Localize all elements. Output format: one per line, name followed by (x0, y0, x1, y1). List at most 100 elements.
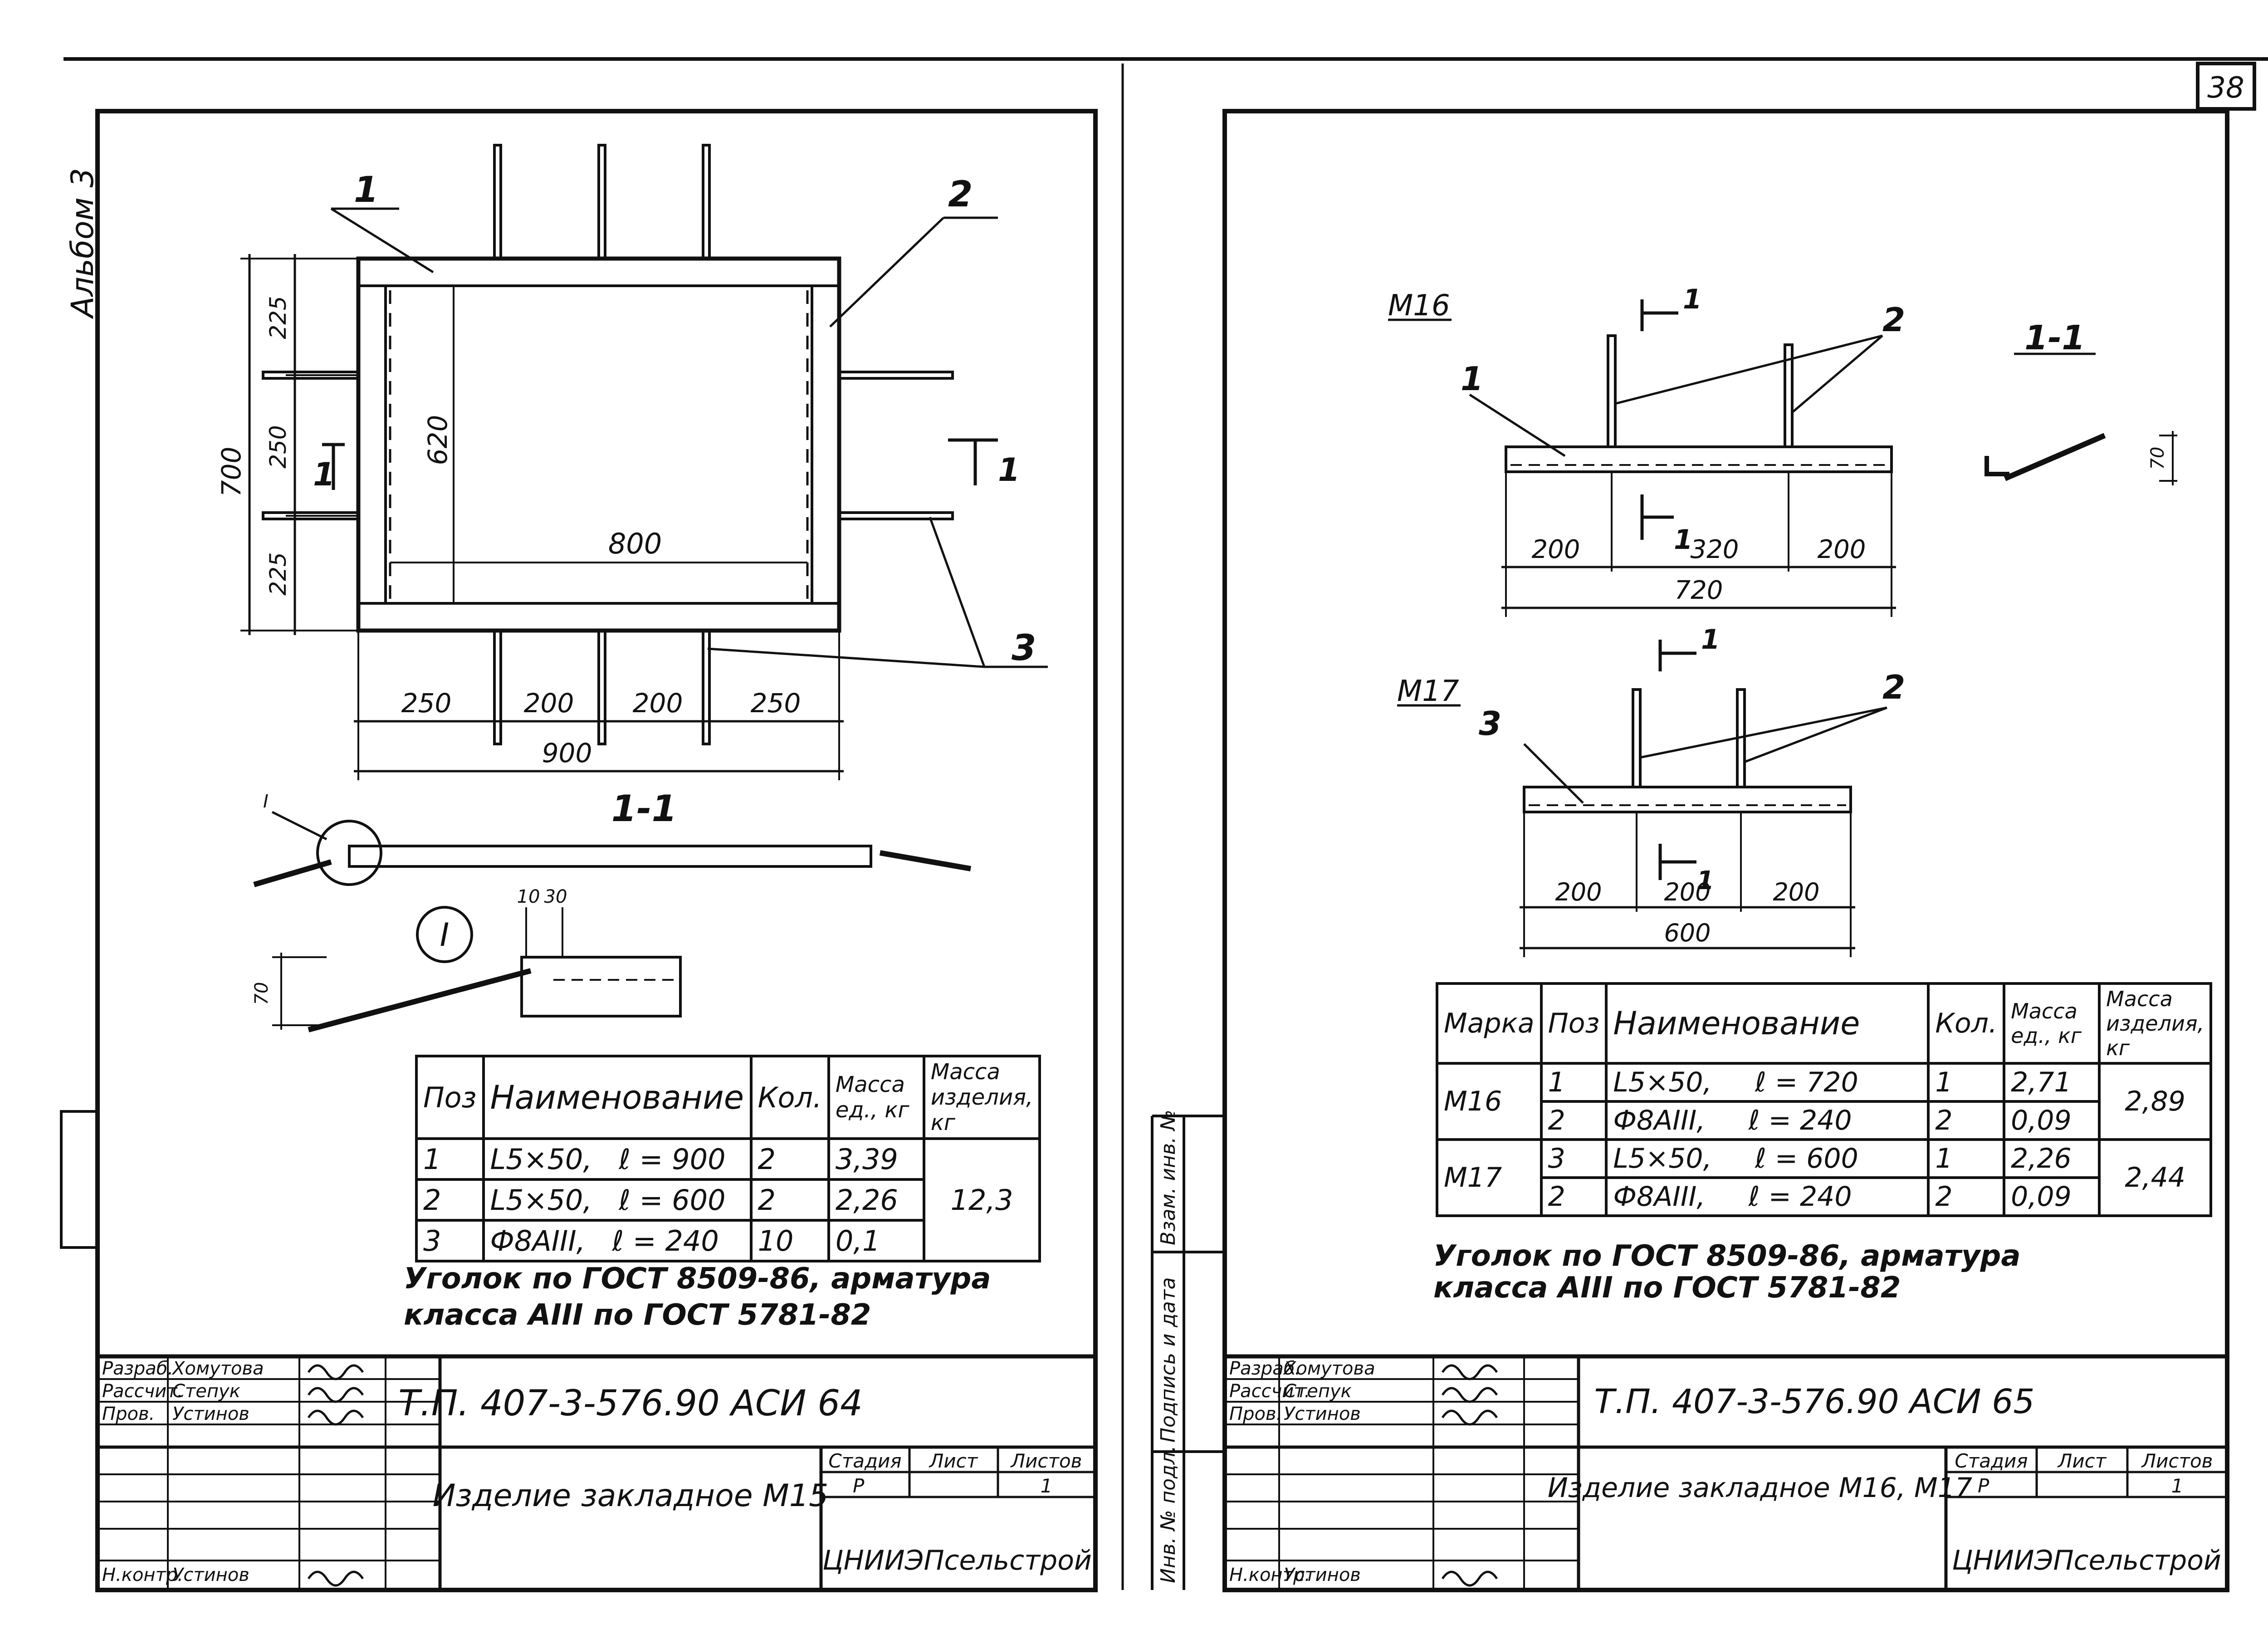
m16-total: 2,89 (2098, 1062, 2213, 1141)
rrow3-qty: 1 (1927, 1138, 2006, 1179)
m16-m17-spec-table: Марка Поз Наименование Кол. Масса ед., к… (1436, 982, 2213, 1217)
row3-unit-mass: 0,1 (827, 1219, 925, 1262)
row1-length: ℓ = 900 (619, 1142, 726, 1176)
left-stage-label: Стадия (828, 1450, 901, 1472)
rcol-mark: Марка (1436, 982, 1543, 1065)
col-total-mass: Масса изделия, кг (922, 1055, 1041, 1140)
rrow4-name: Ф8АIII, (1613, 1181, 1706, 1213)
rcol-unit-mass: Масса ед., кг (2003, 982, 2101, 1065)
album-label: Альбом 3 (65, 168, 101, 319)
row3-name: Ф8АIII, (490, 1224, 586, 1257)
right-role-4: Н.контр. (1229, 1565, 1310, 1585)
left-name-1: Хомутова (171, 1358, 264, 1379)
m17-overall: 600 (1664, 919, 1711, 947)
callout-2-left: 2 (948, 174, 973, 215)
section-mark-left: 1 (313, 456, 335, 493)
left-title-block-grid (95, 1354, 1098, 1592)
left-role-2: Рассчит. (102, 1381, 183, 1402)
rrow2-pos: 2 (1540, 1100, 1608, 1141)
dim-inner-width: 800 (608, 527, 662, 560)
rrow3-name-cell: L5×50, ℓ = 600 (1605, 1138, 1930, 1179)
right-doc-code: Т.П. 407-3-576.90 АСИ 65 (1594, 1382, 2035, 1421)
left-name-3: Устинов (172, 1404, 249, 1424)
rrow3-pos: 3 (1540, 1138, 1608, 1179)
m16-section-mark-bottom: 1 (1674, 524, 1693, 556)
row2-length: ℓ = 600 (619, 1183, 726, 1217)
left-name-4: Устинов (172, 1565, 249, 1585)
table-row: М16 1 L5×50, ℓ = 720 1 2,71 2,89 (1436, 1062, 2213, 1141)
m15-plan-view (240, 144, 1048, 780)
signature-4 (307, 1570, 364, 1587)
left-name-2: Степук (172, 1381, 240, 1402)
col-name: Наименование (482, 1055, 753, 1140)
page-number: 38 (2207, 71, 2244, 105)
m15-section-view (253, 811, 972, 1032)
signature-1 (307, 1364, 364, 1380)
right-organization: ЦНИИЭПсельстрой (1952, 1545, 2221, 1576)
right-section-title: 1-1 (2024, 318, 2085, 357)
left-role-1: Разраб. (102, 1358, 173, 1379)
right-sheets-label: Листов (2141, 1450, 2213, 1472)
m16-section-mark-top: 1 (1683, 284, 1702, 315)
rrow2-name: Ф8АIII, (1613, 1105, 1706, 1136)
dim-overall-width: 900 (542, 738, 592, 768)
rrow1-name-cell: L5×50, ℓ = 720 (1605, 1062, 1930, 1103)
rrow1-unit-mass: 2,71 (2003, 1062, 2101, 1103)
m16-overall: 720 (1675, 576, 1723, 605)
rrow2-length: ℓ = 240 (1748, 1105, 1852, 1136)
right-signature-3 (1441, 1409, 1498, 1426)
right-signature-2 (1441, 1387, 1498, 1403)
rrow2-name-cell: Ф8АIII, ℓ = 240 (1605, 1100, 1930, 1141)
right-sheet-label: Лист (2057, 1450, 2107, 1472)
detail-callout: I (440, 916, 450, 954)
left-section-title: 1-1 (611, 788, 677, 830)
right-section-dim: 70 (2147, 447, 2168, 470)
right-role-2: Рассчит. (1229, 1381, 1310, 1402)
left-sheets-label: Листов (1010, 1450, 1082, 1472)
m17-mark: М17 (1436, 1138, 1543, 1217)
dim-middle: 250 (265, 425, 291, 468)
rrow4-qty: 2 (1927, 1176, 2006, 1217)
rrow1-length: ℓ = 720 (1755, 1067, 1858, 1098)
detail-callout-small: I (263, 791, 269, 812)
m16-dim-3: 200 (1818, 535, 1866, 564)
left-organization: ЦНИИЭПсельстрой (822, 1545, 1092, 1576)
rrow1-name: L5×50, (1613, 1067, 1712, 1098)
rrow4-length: ℓ = 240 (1748, 1181, 1852, 1213)
left-sheets-value: 1 (1041, 1475, 1053, 1497)
rrow2-qty: 2 (1927, 1100, 2006, 1141)
table-row: 2 L5×50, ℓ = 600 2 2,26 (415, 1178, 1040, 1222)
rcol-total-mass: Масса изделия, кг (2098, 982, 2213, 1065)
m17-section-mark-bottom: 1 (1696, 866, 1714, 895)
rrow1-qty: 1 (1927, 1062, 2006, 1103)
rrow4-pos: 2 (1540, 1176, 1608, 1217)
m17-label: М17 (1397, 675, 1459, 708)
table-row: 2 Ф8АIII, ℓ = 240 2 0,09 (1437, 1176, 2211, 1217)
right-stage-value: Р (1978, 1475, 1989, 1497)
dim-bottom-3: 200 (633, 688, 683, 719)
dim-detail-70: 70 (251, 982, 272, 1005)
row2-pos: 2 (415, 1178, 485, 1222)
rrow3-name: L5×50, (1613, 1143, 1712, 1174)
m16-dim-2: 320 (1691, 535, 1739, 564)
m17-total: 2,44 (2098, 1138, 2213, 1217)
side-label-1: Инв. № подл. (1157, 1445, 1180, 1583)
m17-dim-3: 200 (1773, 878, 1819, 906)
left-doc-code: Т.П. 407-3-576.90 АСИ 64 (398, 1383, 862, 1424)
dim-bottom-2: 200 (524, 688, 574, 719)
right-role-3: Пров. (1229, 1404, 1282, 1424)
row1-name-cell: L5×50, ℓ = 900 (482, 1137, 753, 1181)
right-sheets-value: 1 (2171, 1475, 2184, 1497)
m17-section-mark-top: 1 (1701, 624, 1720, 656)
left-role-3: Пров. (102, 1404, 155, 1424)
row3-qty: 10 (749, 1219, 830, 1262)
rrow2-unit-mass: 0,09 (2003, 1100, 2101, 1141)
rrow4-name-cell: Ф8АIII, ℓ = 240 (1605, 1176, 1930, 1217)
row1-pos: 1 (415, 1137, 485, 1181)
right-name-3: Устинов (1284, 1404, 1361, 1424)
dim-bottom-4: 250 (751, 688, 801, 719)
table-row: 2 Ф8АIII, ℓ = 240 2 0,09 (1437, 1100, 2211, 1141)
signature-2 (307, 1387, 364, 1403)
rrow4-unit-mass: 0,09 (2003, 1176, 2101, 1217)
